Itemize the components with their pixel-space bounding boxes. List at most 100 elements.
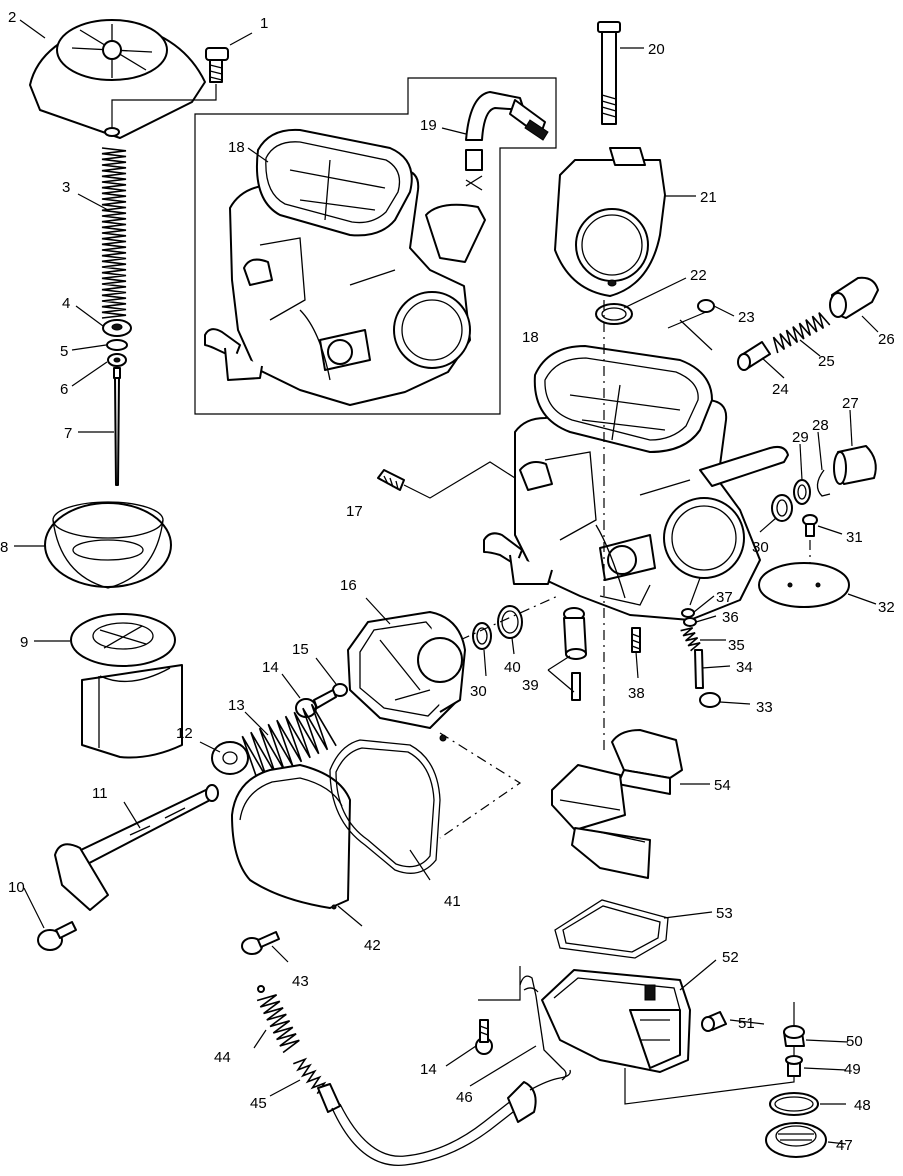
part-45-pilot-jet-and-line (293, 1057, 571, 1167)
leader-lines (14, 19, 879, 1145)
callout-label: 37 (716, 589, 733, 606)
callout-label: 24 (772, 381, 789, 398)
part-46-float-pin (519, 975, 567, 1081)
part-30-seal-right (771, 494, 793, 522)
part-18-carburetor-body-inset (204, 128, 486, 406)
parts-33-37-pilot-screw-set (680, 577, 721, 708)
callout-label: 9 (20, 634, 28, 651)
callout-label: 34 (736, 659, 753, 676)
callout-label: 47 (836, 1137, 853, 1154)
part-20-throttle-stop-screw (597, 21, 621, 125)
parts-47-50-drain-assembly (765, 1025, 827, 1158)
callout-label: 18 (522, 329, 539, 346)
part-32-throttle-plate (758, 562, 850, 608)
callout-label: 17 (346, 503, 363, 520)
part-18-carburetor-body-main (483, 345, 789, 621)
part-28-clip (816, 469, 831, 497)
callout-label: 38 (628, 685, 645, 702)
part-54-float (551, 729, 683, 879)
part-19-vent-hose (465, 91, 549, 191)
callout-label: 52 (722, 949, 739, 966)
part-3-spring (101, 147, 127, 319)
part-21-throttle-housing (554, 147, 666, 297)
callout-label: 46 (456, 1089, 473, 1106)
part-38-needle-jet (631, 627, 641, 653)
callout-label: 23 (738, 309, 755, 326)
callout-label: 14 (262, 659, 279, 676)
callout-label: 45 (250, 1095, 267, 1112)
part-24-sleeve (737, 341, 771, 371)
callout-label: 30 (470, 683, 487, 700)
part-44-spring (256, 985, 300, 1054)
callout-label: 51 (738, 1015, 755, 1032)
callout-label: 15 (292, 641, 309, 658)
callout-label: 36 (722, 609, 739, 626)
callout-label: 41 (444, 893, 461, 910)
callout-label: 39 (522, 677, 539, 694)
callout-label: 14 (420, 1061, 437, 1078)
part-10-screw (37, 921, 77, 951)
callout-label: 31 (846, 529, 863, 546)
part-23-plug (667, 299, 715, 351)
callout-label: 54 (714, 777, 731, 794)
callout-label: 21 (700, 189, 717, 206)
callout-label: 25 (818, 353, 835, 370)
callout-label: 7 (64, 425, 72, 442)
part-13-spring (241, 703, 337, 783)
callout-label: 4 (62, 295, 70, 312)
part-16-diaphragm-cover (347, 611, 466, 742)
part-14-screw-lower (475, 1019, 493, 1055)
callout-label: 49 (844, 1061, 861, 1078)
part-41-gasket (329, 739, 441, 874)
dash-centerlines (439, 300, 605, 839)
part-42-cover (231, 764, 351, 910)
part-26-cap (829, 276, 879, 319)
callout-label: 8 (0, 539, 8, 556)
callout-label: 28 (812, 417, 829, 434)
callout-label: 43 (292, 973, 309, 990)
part-12-washer (211, 741, 249, 775)
callout-label: 3 (62, 179, 70, 196)
part-8-diaphragm (44, 501, 172, 589)
part-30-seal-left (472, 622, 492, 650)
callout-label: 2 (8, 9, 16, 26)
inset-box-outline (194, 77, 557, 415)
part-17-screw (377, 461, 516, 499)
callout-label: 29 (792, 429, 809, 446)
part-22-o-ring (595, 303, 633, 325)
callout-label: 40 (504, 659, 521, 676)
part-40-o-ring (497, 605, 523, 639)
part-25-spring (772, 312, 831, 354)
part-7-jet-needle (113, 367, 121, 486)
callout-label: 5 (60, 343, 68, 360)
callout-label: 30 (752, 539, 769, 556)
callout-label: 12 (176, 725, 193, 742)
part-9-throttle-slide (70, 613, 183, 759)
callout-label: 32 (878, 599, 895, 616)
callout-label: 26 (878, 331, 895, 348)
callout-label: 50 (846, 1033, 863, 1050)
callout-label: 1 (260, 15, 268, 32)
callout-label: 44 (214, 1049, 231, 1066)
callout-label: 19 (420, 117, 437, 134)
callout-label: 6 (60, 381, 68, 398)
callout-label: 33 (756, 699, 773, 716)
part-27-boot (833, 445, 877, 485)
callout-label: 13 (228, 697, 245, 714)
callout-label: 42 (364, 937, 381, 954)
part-39-float-valve (563, 607, 587, 701)
part-1-screw (111, 47, 229, 128)
part-51-drain-screw (701, 1011, 727, 1032)
part-11-choke-shaft (54, 784, 219, 911)
callout-label: 20 (648, 41, 665, 58)
callout-label: 16 (340, 577, 357, 594)
callout-label: 22 (690, 267, 707, 284)
part-2-top-cap (29, 19, 206, 139)
parts-4-5-6-washers (102, 319, 132, 367)
part-52-float-bowl (541, 969, 691, 1073)
part-29-washer (793, 479, 811, 505)
callout-label: 10 (8, 879, 25, 896)
part-43-screw (241, 931, 280, 955)
